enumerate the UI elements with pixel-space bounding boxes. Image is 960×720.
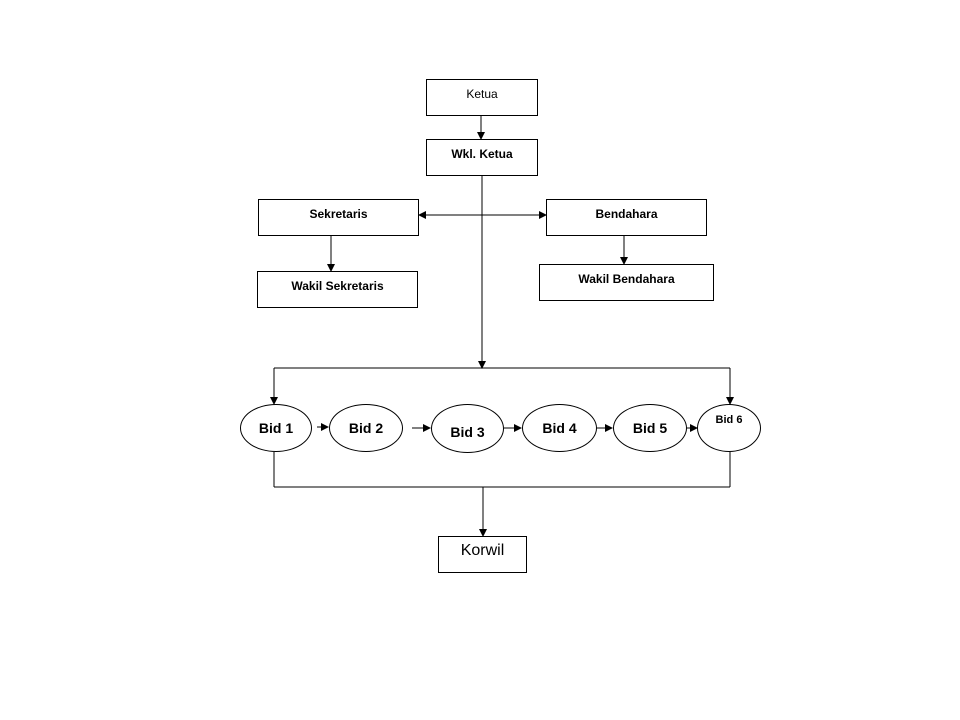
- bid-4-oval: Bid 4: [522, 404, 597, 452]
- bid-3-oval: Bid 3: [431, 404, 504, 453]
- wakil-bendahara-box: Wakil Bendahara: [539, 264, 714, 301]
- wakil-sekretaris-box: Wakil Sekretaris: [257, 271, 418, 308]
- korwil-box: Korwil: [438, 536, 527, 573]
- sekretaris-box: Sekretaris: [258, 199, 419, 236]
- bid-2-oval: Bid 2: [329, 404, 403, 452]
- bid-5-oval: Bid 5: [613, 404, 687, 452]
- bendahara-box: Bendahara: [546, 199, 707, 236]
- ketua-box: Ketua: [426, 79, 538, 116]
- wakil-ketua-box: Wkl. Ketua: [426, 139, 538, 176]
- bid-6-oval: Bid 6: [697, 404, 761, 452]
- bid-1-oval: Bid 1: [240, 404, 312, 452]
